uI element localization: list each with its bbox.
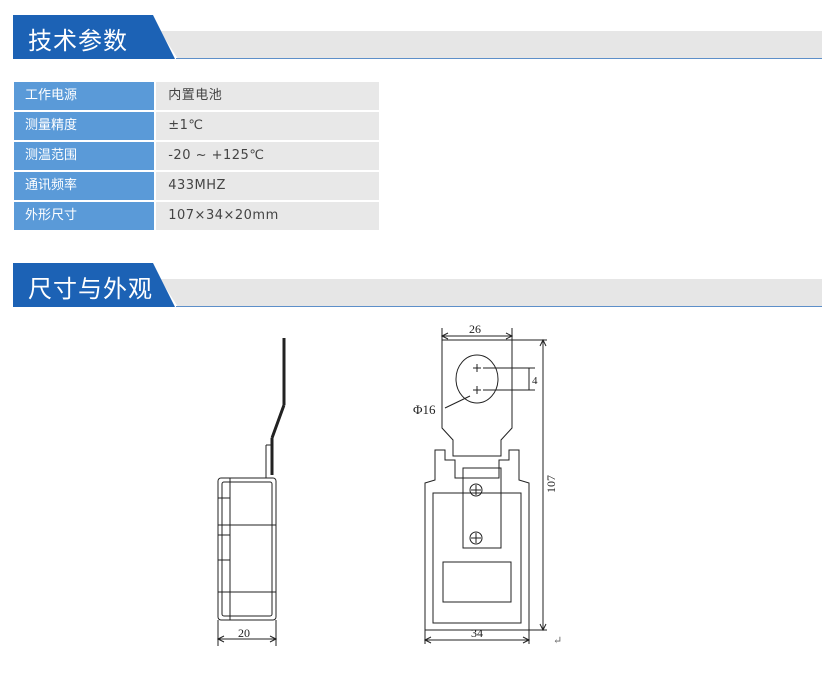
spec-row: 通讯频率 433MHZ: [14, 172, 379, 200]
front-top-width-label: 26: [469, 322, 481, 336]
spec-value: 433MHZ: [156, 172, 379, 200]
section-title-dimensions: 尺寸与外观: [28, 275, 153, 303]
spec-label: 通讯频率: [14, 172, 155, 200]
spec-table: 工作电源 内置电池 测量精度 ±1℃ 测温范围 -20 ~ +125℃ 通讯频率…: [14, 82, 379, 232]
section-header-dimensions: 尺寸与外观: [0, 263, 830, 307]
return-mark: ↵: [553, 635, 562, 647]
front-height-label: 107: [544, 475, 558, 493]
hole-gap-label: 4: [532, 375, 538, 387]
spec-row: 测温范围 -20 ~ +125℃: [14, 142, 379, 170]
spec-label: 测温范围: [14, 142, 155, 170]
hole-diameter-label: Φ16: [413, 402, 436, 417]
spec-value: 107×34×20mm: [156, 202, 379, 230]
front-view-drawing: 26 4 Φ16 107 34 ↵: [413, 322, 562, 647]
header-bar: [160, 31, 822, 59]
header-rule: [176, 58, 822, 59]
spec-value: -20 ~ +125℃: [156, 142, 379, 170]
header-rule: [176, 306, 822, 307]
spec-row: 外形尺寸 107×34×20mm: [14, 202, 379, 230]
spec-label: 工作电源: [14, 82, 155, 110]
side-width-label: 20: [238, 626, 250, 640]
spec-row: 测量精度 ±1℃: [14, 112, 379, 140]
header-tab: [13, 15, 175, 59]
spec-value: 内置电池: [156, 82, 379, 110]
spec-label: 外形尺寸: [14, 202, 155, 230]
section-header-specs: 技术参数: [0, 15, 830, 59]
side-view-drawing: 20: [216, 338, 286, 646]
header-tab: [13, 263, 175, 307]
spec-value: ±1℃: [156, 112, 379, 140]
section-title-specs: 技术参数: [28, 27, 128, 55]
front-bottom-width-label: 34: [471, 626, 483, 640]
spec-row: 工作电源 内置电池: [14, 82, 379, 110]
header-bar: [160, 279, 822, 307]
spec-label: 测量精度: [14, 112, 155, 140]
